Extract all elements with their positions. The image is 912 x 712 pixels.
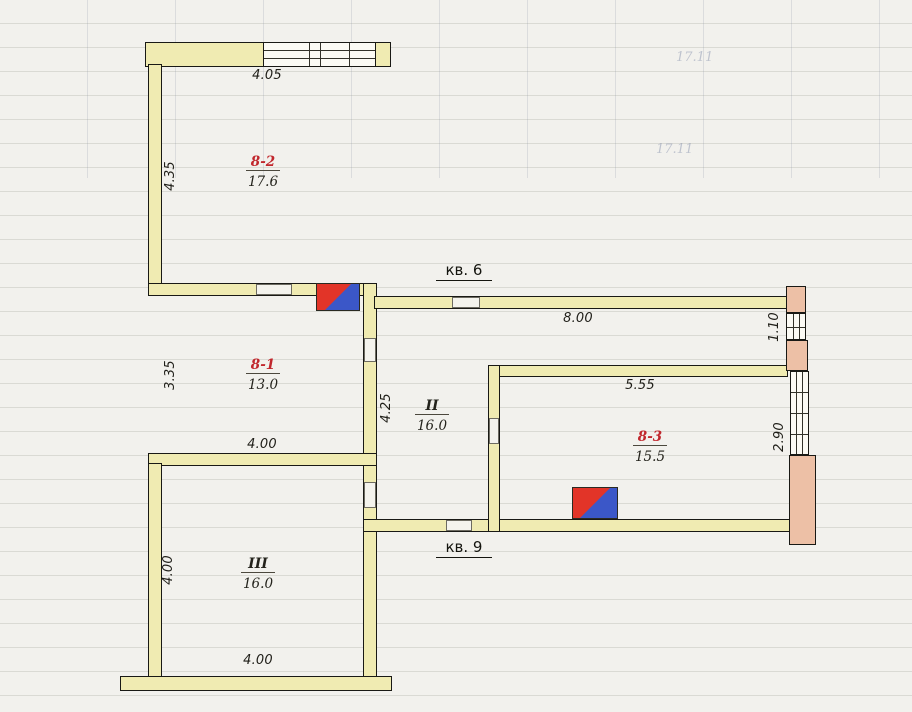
- window-right-upper: [786, 313, 806, 340]
- bleed-through-text: 17.11: [676, 50, 714, 65]
- window-glazing-line: [264, 58, 375, 60]
- door-opening-room81: [364, 338, 376, 362]
- apartment-label-kv9: кв. 9: [436, 538, 492, 558]
- window-glazing-line: [793, 314, 795, 339]
- room81-area: 13.0: [247, 377, 279, 393]
- window-right-lower: [790, 371, 809, 455]
- apartment-label-kv6: кв. 6: [436, 261, 492, 281]
- window-mullion-line: [791, 434, 808, 436]
- window-mullion-line: [309, 43, 311, 66]
- dimension-room82-left: 4.35: [162, 161, 178, 191]
- dimension-room3-bottom: 4.00: [243, 652, 273, 668]
- wall-room83-top: [488, 365, 788, 377]
- window-mullion-line: [787, 327, 805, 329]
- room82-number: 8-2: [246, 154, 280, 171]
- wall-corridor-top: [374, 296, 788, 309]
- window-top: [263, 42, 376, 67]
- stove-marker-icon: [316, 283, 360, 311]
- dimension-top-width: 4.05: [252, 67, 282, 83]
- stove-marker-icon: [572, 487, 618, 519]
- dimension-corridor-left: 4.25: [378, 393, 394, 423]
- masonry-pier-middle: [786, 340, 808, 371]
- room83-area: 15.5: [634, 449, 666, 465]
- wall-corridor-bottom: [363, 519, 792, 532]
- door-opening-room83: [489, 418, 499, 444]
- paper-ruling-vertical: [0, 0, 912, 178]
- dimension-room83-top: 5.55: [625, 377, 655, 393]
- dimension-right-window: 2.90: [771, 422, 787, 452]
- dimension-room81-left: 3.35: [162, 360, 178, 390]
- dimension-room81-bottom: 4.00: [247, 436, 277, 452]
- room83-number: 8-3: [633, 429, 667, 446]
- room81-number: 8-1: [246, 357, 280, 374]
- masonry-pier-upper: [786, 286, 806, 313]
- dimension-right-pier: 1.10: [766, 312, 782, 342]
- door-opening-room3: [364, 482, 376, 508]
- room3-area: 16.0: [242, 576, 274, 592]
- room3-numeral: III: [241, 556, 275, 573]
- window-glazing-line: [264, 50, 375, 52]
- door-opening-kv6: [452, 297, 480, 308]
- dimension-corridor-top: 8.00: [563, 310, 593, 326]
- masonry-pier-lower: [789, 455, 816, 545]
- room82-area: 17.6: [247, 174, 279, 190]
- window-mullion-line: [791, 392, 808, 394]
- wall-between-room81-room3: [148, 453, 377, 466]
- dimension-room3-left: 4.00: [160, 555, 176, 585]
- wall-room83-left: [488, 365, 500, 532]
- corridor-area: 16.0: [416, 418, 448, 434]
- window-mullion-line: [791, 413, 808, 415]
- door-opening-room82: [256, 284, 292, 295]
- window-mullion-line: [349, 43, 351, 66]
- window-glazing-line: [799, 314, 801, 339]
- window-mullion-line: [320, 43, 322, 66]
- door-opening-kv9: [446, 520, 472, 531]
- wall-bottom: [120, 676, 392, 691]
- corridor-numeral: II: [415, 398, 449, 415]
- bleed-through-text: 17.11: [656, 142, 694, 157]
